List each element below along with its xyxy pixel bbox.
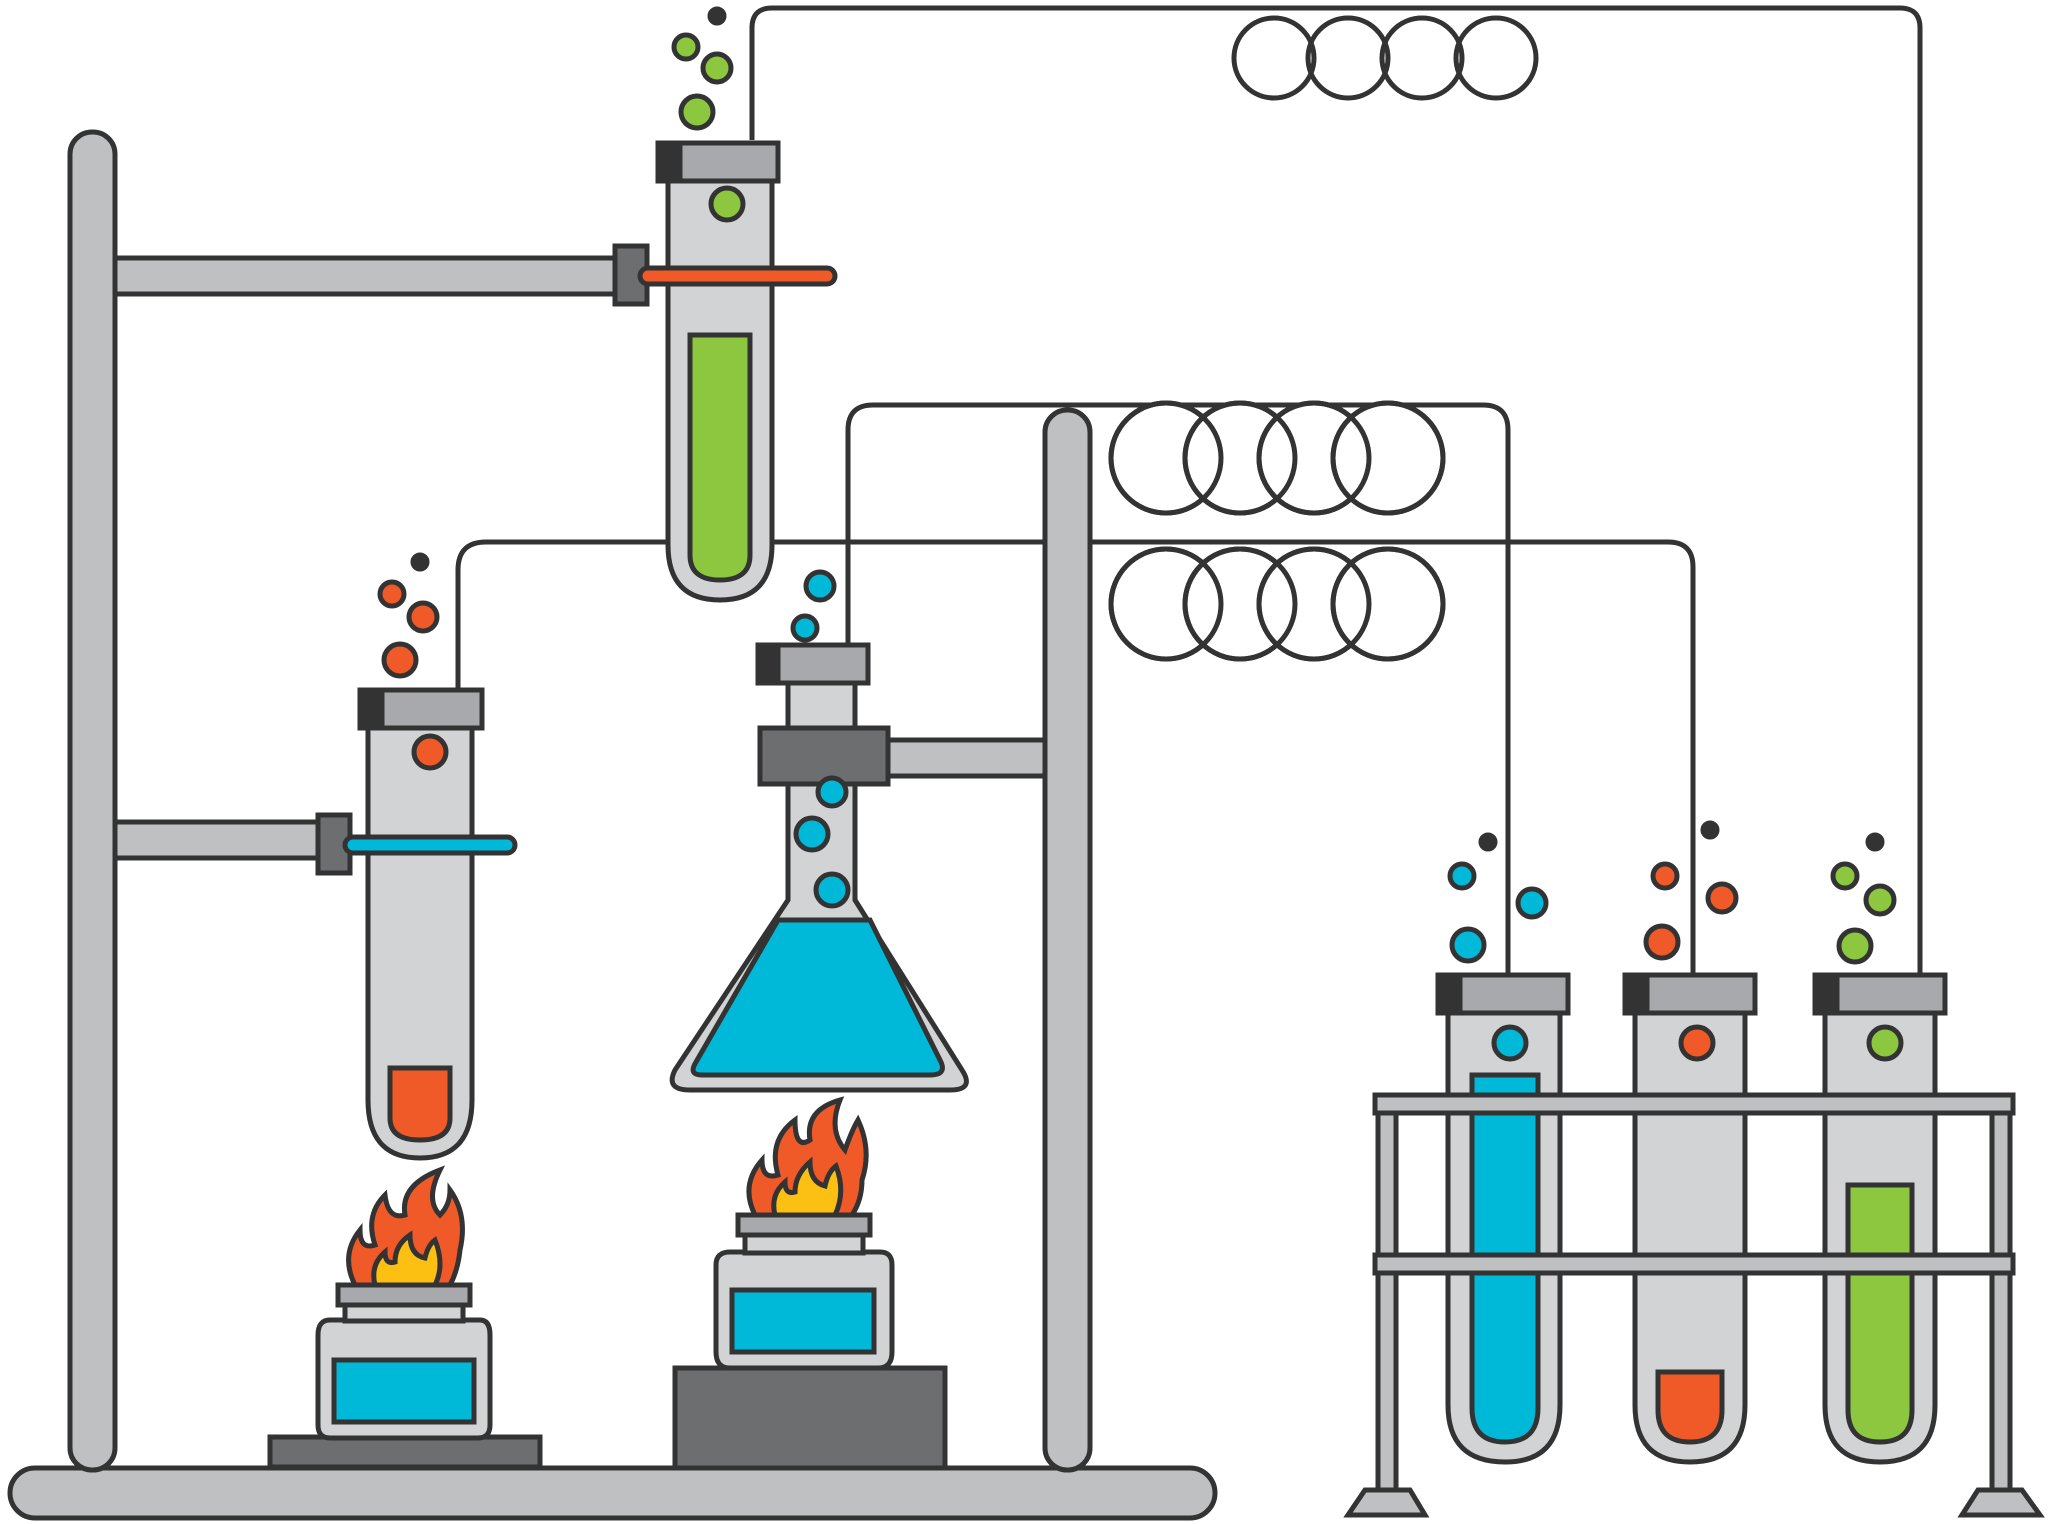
bubbles bbox=[377, 6, 1904, 1062]
liquid-blue bbox=[331, 1357, 477, 1425]
flame-icon bbox=[746, 1096, 869, 1218]
bubble-icon bbox=[410, 552, 430, 572]
bubble-icon bbox=[377, 579, 407, 609]
liquid-blue bbox=[729, 1287, 877, 1355]
bubble-icon bbox=[1865, 832, 1885, 852]
bubble-icon bbox=[1678, 1024, 1716, 1062]
erlenmeyer-flask-icon bbox=[669, 642, 969, 1093]
ring-stand-icon bbox=[7, 129, 1218, 1521]
liquid-blue bbox=[690, 917, 945, 1078]
stand-base bbox=[7, 1465, 1218, 1521]
alcohol-burner-right bbox=[672, 1096, 948, 1471]
condenser-coil-bottom-front bbox=[1108, 546, 1446, 662]
liquid-green bbox=[687, 332, 753, 583]
bubble-icon bbox=[1515, 886, 1549, 920]
bubble-icon bbox=[1830, 861, 1860, 891]
bubble-icon bbox=[1447, 861, 1477, 891]
rack-crossbars bbox=[1372, 1092, 2016, 1276]
clamp-arm-top bbox=[112, 255, 628, 297]
bubble-icon bbox=[1866, 1024, 1904, 1062]
burner-stand bbox=[267, 1434, 543, 1470]
bubble-icon bbox=[381, 641, 419, 679]
bubble-icon bbox=[671, 32, 701, 62]
bubble-icon bbox=[1449, 926, 1487, 964]
stand-pole-left bbox=[67, 129, 118, 1473]
bubble-icon bbox=[1650, 861, 1680, 891]
bubble-icon bbox=[406, 600, 440, 634]
condenser-coil-top bbox=[1231, 15, 1539, 101]
clamp-arm-right bbox=[882, 737, 1048, 779]
liquid-orange bbox=[387, 1065, 453, 1143]
clamp-rod bbox=[637, 265, 838, 287]
rack-test-tube-orange bbox=[1622, 972, 1758, 1465]
test-tube-left bbox=[342, 687, 518, 1161]
bubble-icon bbox=[813, 871, 851, 909]
bubble-icon bbox=[1478, 832, 1498, 852]
bubble-icon bbox=[1705, 881, 1739, 915]
bubble-icon bbox=[708, 185, 746, 223]
liquid-orange bbox=[1655, 1369, 1725, 1445]
flask-clamp bbox=[757, 725, 891, 787]
bubble-icon bbox=[803, 569, 837, 603]
bubble-icon bbox=[700, 51, 734, 85]
bubble-icon bbox=[411, 733, 449, 771]
clamp-rod bbox=[342, 834, 518, 856]
condenser-coil-low bbox=[1108, 400, 1446, 516]
bubble-icon bbox=[815, 775, 849, 809]
test-tube-top bbox=[637, 140, 838, 603]
liquid-green bbox=[1845, 1182, 1915, 1445]
bubble-icon bbox=[1643, 923, 1681, 961]
tube-line-top bbox=[749, 5, 1923, 975]
flame-icon bbox=[346, 1165, 465, 1288]
bubble-icon bbox=[1700, 820, 1720, 840]
bubble-icon bbox=[793, 815, 831, 853]
bubble-icon bbox=[790, 613, 820, 643]
rack-test-tube-green bbox=[1812, 972, 1948, 1465]
bubble-icon bbox=[1863, 883, 1897, 917]
alcohol-burner-left bbox=[267, 1165, 543, 1470]
bubble-icon bbox=[678, 93, 716, 131]
stand-pole-right bbox=[1042, 407, 1093, 1473]
bubble-icon bbox=[1836, 927, 1874, 965]
clamp-arm-left bbox=[112, 819, 338, 861]
burner-stand bbox=[672, 1365, 948, 1471]
bubble-icon bbox=[1491, 1024, 1529, 1062]
bubble-icon bbox=[707, 6, 727, 26]
